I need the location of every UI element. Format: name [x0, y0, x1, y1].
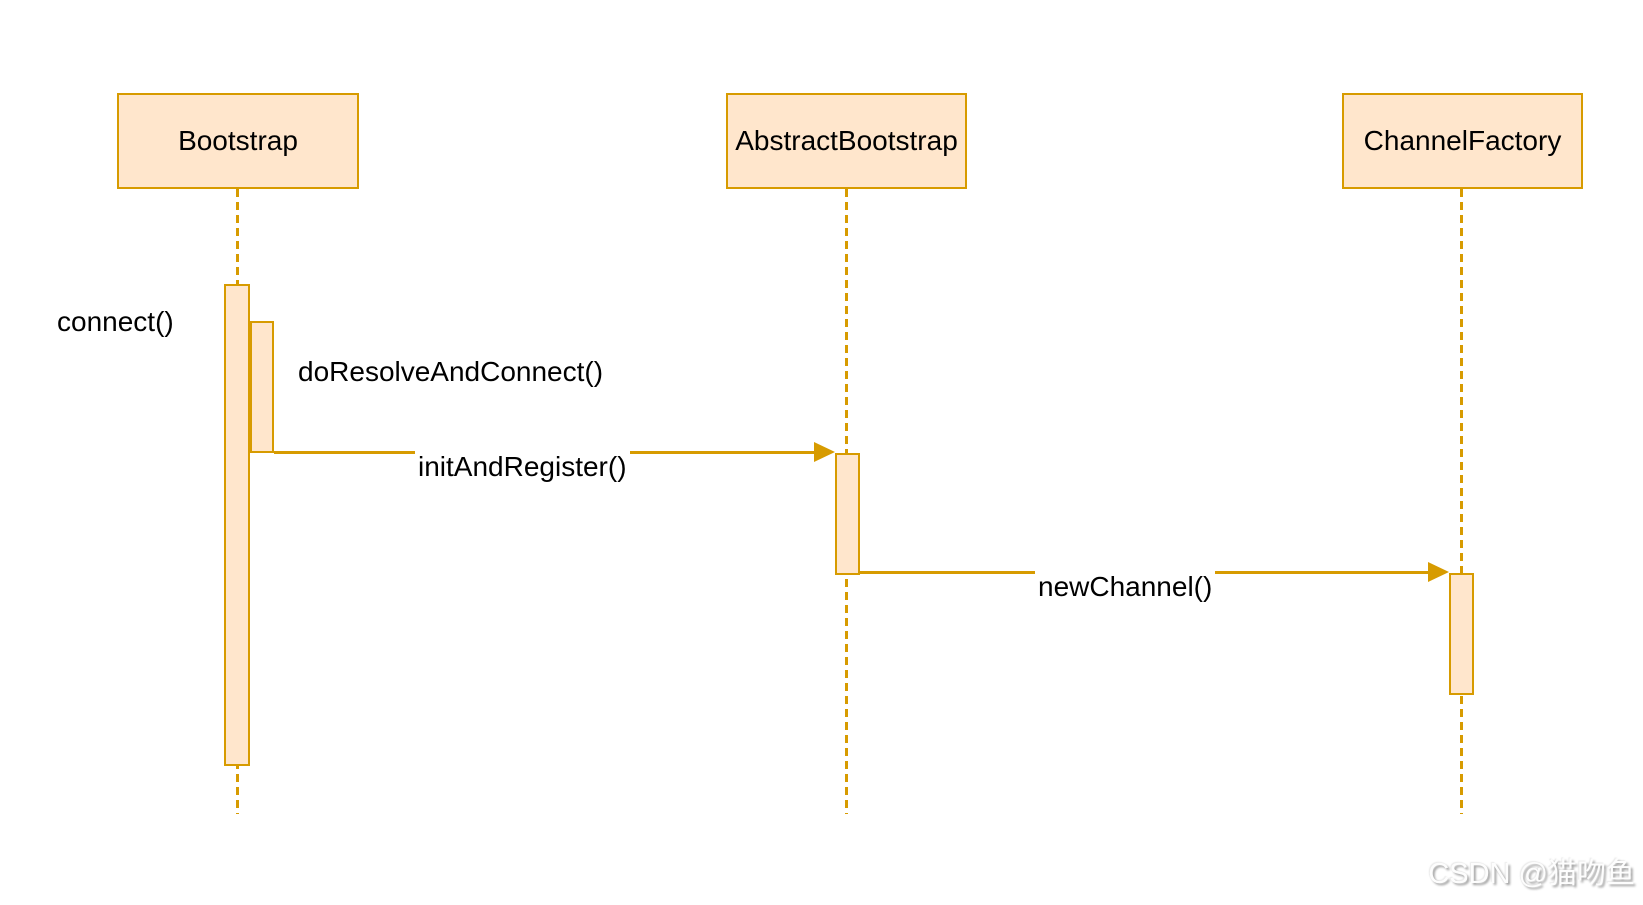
message-label-connect: connect() — [54, 305, 177, 339]
message-label-initandregister: initAndRegister() — [415, 450, 630, 484]
message-label-newchannel: newChannel() — [1035, 570, 1216, 604]
actor-label-channelfactory: ChannelFactory — [1363, 125, 1562, 156]
arrowhead-right-icon — [814, 442, 835, 462]
actor-label-bootstrap: Bootstrap — [178, 125, 298, 156]
csdn-watermark: CSDN @猫吻鱼 — [1428, 858, 1635, 890]
activation-bar-bootstrap-main — [224, 284, 250, 766]
lifeline-channelfactory — [1460, 189, 1463, 814]
activation-bar-channelfactory — [1449, 573, 1474, 695]
actor-label-abstractbootstrap: AbstractBootstrap — [735, 125, 958, 156]
arrowhead-right-icon — [1428, 562, 1449, 582]
message-label-doresolveandconnect: doResolveAndConnect() — [295, 355, 607, 389]
actor-box-abstractbootstrap: AbstractBootstrap — [726, 93, 967, 189]
actor-box-channelfactory: ChannelFactory — [1342, 93, 1583, 189]
actor-box-bootstrap: Bootstrap — [117, 93, 359, 189]
activation-bar-abstractbootstrap — [835, 453, 860, 575]
activation-bar-bootstrap-nested — [250, 321, 274, 453]
